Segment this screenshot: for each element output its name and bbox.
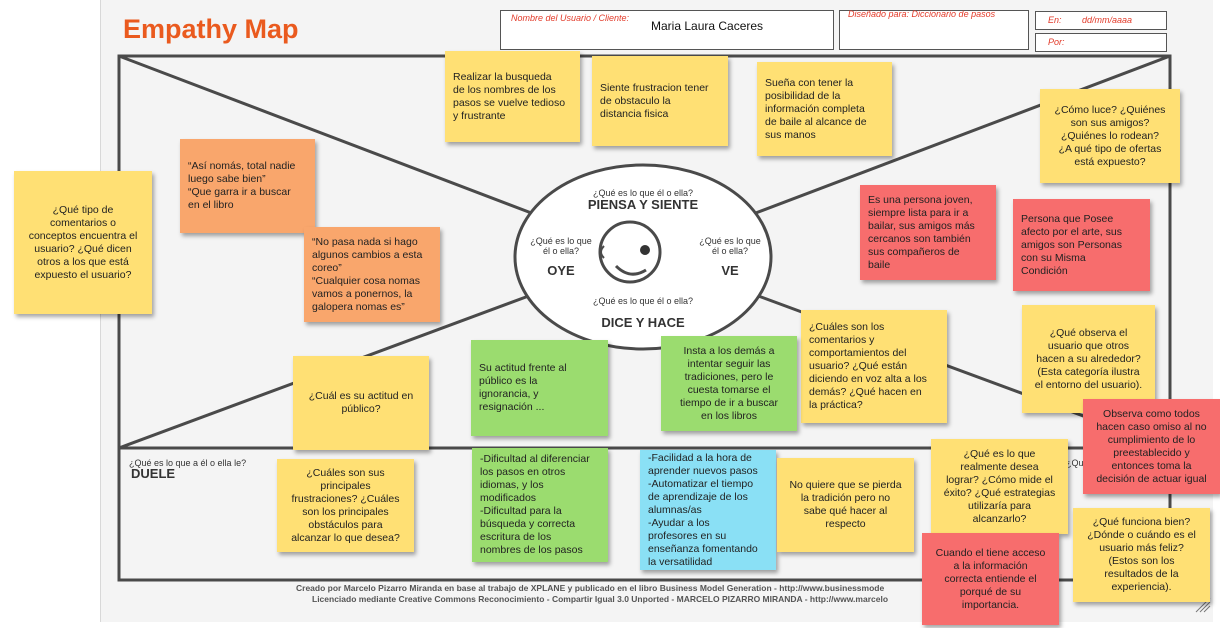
sticky-note[interactable]: ¿Cuál es su actitud en público? [293, 356, 429, 450]
author-label: Por: [1048, 37, 1065, 47]
sticky-note[interactable]: Su actitud frente al público es la ignor… [471, 340, 608, 436]
date-value: dd/mm/aaaa [1082, 15, 1133, 25]
oye-question: ¿Qué es lo que él o ella? [530, 236, 592, 256]
sticky-note[interactable]: Realizar la busqueda de los nombres de l… [445, 51, 580, 142]
designed-for-box[interactable] [839, 10, 1029, 50]
user-name-box[interactable] [500, 10, 834, 50]
sticky-note[interactable]: ¿Cuáles son los comentarios y comportami… [801, 310, 947, 423]
author-box[interactable] [1035, 33, 1167, 52]
sticky-note[interactable]: ¿Qué funciona bien? ¿Dónde o cuándo es e… [1073, 508, 1210, 602]
sticky-note[interactable]: Siente frustracion tener de obstaculo la… [592, 56, 728, 146]
sticky-note[interactable]: ¿Qué tipo de comentarios o conceptos enc… [14, 171, 152, 314]
ve-question: ¿Qué es lo que él o ella? [699, 236, 761, 256]
footer-license-line: Licenciado mediante Creative Commons Rec… [312, 594, 889, 604]
dice-question: ¿Qué es lo que él o ella? [592, 296, 694, 306]
sticky-note[interactable]: -Dificultad al diferenciar los pasos en … [472, 448, 608, 562]
designed-for-label: Diseñado para: Diccionario de pasos [848, 9, 996, 19]
diagonal-top-right [752, 54, 1171, 216]
duele-title: DUELE [131, 466, 176, 481]
head-ellipse [513, 163, 773, 351]
page-title: Empathy Map [123, 14, 299, 44]
sticky-note[interactable]: ¿Qué observa el usuario que otros hacen … [1022, 305, 1155, 413]
sticky-note[interactable]: Insta a los demás a intentar seguir las … [661, 336, 797, 431]
dice-title: DICE Y HACE [601, 315, 685, 330]
footer-credit-line: Creado por Marcelo Pizarro Miranda en ba… [296, 583, 885, 593]
sticky-note[interactable]: -Facilidad a la hora de aprender nuevos … [640, 450, 776, 570]
face-icon [598, 220, 662, 284]
sticky-note[interactable]: Es una persona joven, siempre lista para… [860, 185, 996, 280]
date-label: En: [1048, 15, 1062, 25]
sticky-note[interactable]: No quiere que se pierda la tradición per… [777, 458, 914, 552]
user-name-label: Nombre del Usuario / Cliente: [511, 13, 630, 23]
sticky-note[interactable]: Persona que Posee afecto por el arte, su… [1013, 199, 1150, 291]
user-name-value: Maria Laura Caceres [651, 19, 764, 33]
duele-question: ¿Qué es lo que a él o ella le? [129, 458, 247, 468]
sticky-note[interactable]: ¿Qué es lo que realmente desea lograr? ¿… [931, 439, 1068, 534]
sticky-note[interactable]: ¿Cómo luce? ¿Quiénes son sus amigos? ¿Qu… [1040, 89, 1180, 183]
date-box[interactable] [1035, 11, 1167, 30]
piensa-title: PIENSA Y SIENTE [587, 197, 699, 212]
sticky-note[interactable]: “No pasa nada si hago algunos cambios a … [304, 227, 440, 322]
oye-title: OYE [547, 263, 575, 278]
sticky-note[interactable]: Observa como todos hacen caso omiso al n… [1083, 399, 1220, 494]
diagonal-top-left [118, 54, 535, 216]
ve-title: VE [721, 263, 739, 278]
piensa-question: ¿Qué es lo que él o ella? [592, 188, 694, 198]
sticky-note[interactable]: “Así nomás, total nadie luego sabe bien”… [180, 139, 315, 233]
sticky-note[interactable]: Sueña con tener la posibilidad de la inf… [757, 62, 892, 156]
sticky-note[interactable]: ¿Cuáles son sus principales frustracione… [277, 459, 414, 552]
sticky-note[interactable]: Cuando el tiene acceso a la información … [922, 533, 1059, 625]
